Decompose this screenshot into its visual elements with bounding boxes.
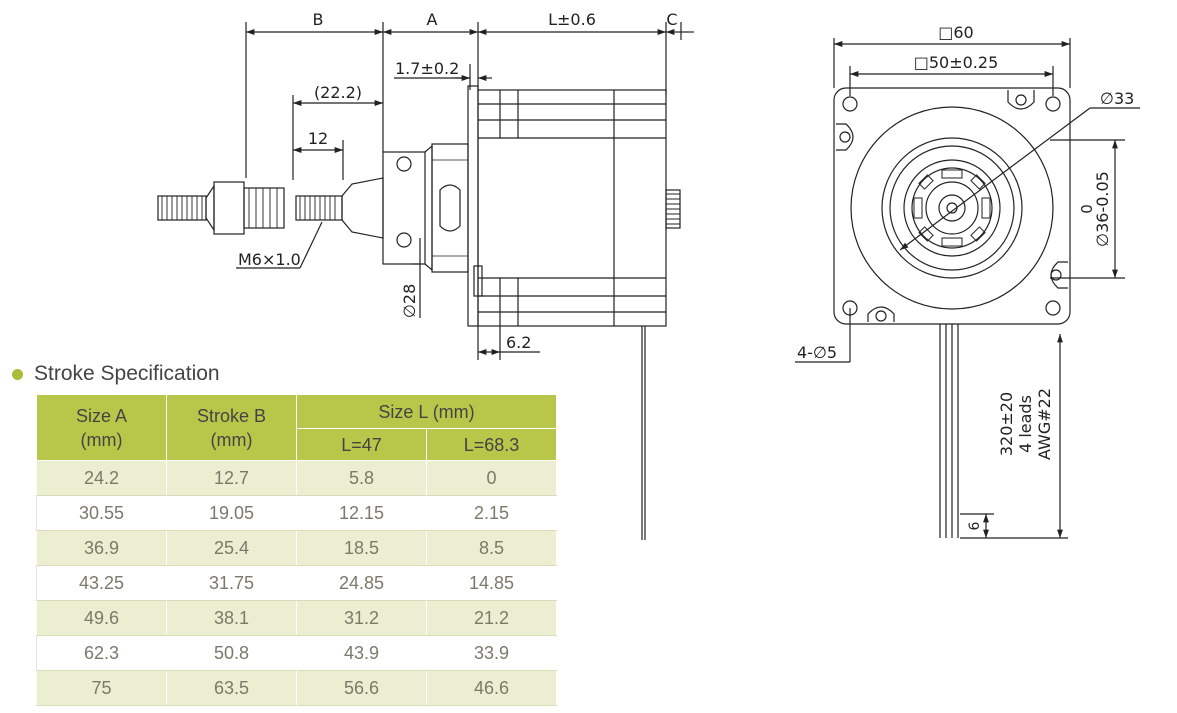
dim-12-label: 12	[308, 129, 328, 148]
dim-62-label: 6.2	[506, 333, 531, 352]
thread-label: M6×1.0	[238, 250, 301, 269]
table-cell: 30.55	[36, 495, 167, 531]
table-cell: 31.75	[166, 565, 297, 601]
table-cell: 24.85	[296, 565, 427, 601]
dim-22-label: (22.2)	[314, 83, 362, 102]
stroke-spec-heading: Stroke Specification	[12, 361, 220, 387]
table-cell: 0	[426, 460, 557, 496]
dia-28-label: ∅28	[400, 284, 419, 318]
dim-6-label: 6	[967, 521, 983, 530]
table-cell: 25.4	[166, 530, 297, 566]
header-stroke-b-unit: (mm)	[210, 429, 253, 450]
table-cell: 21.2	[426, 600, 557, 636]
table-cell: 5.8	[296, 460, 427, 496]
table-cell: 36.9	[36, 530, 167, 566]
stroke-spec-title: Stroke Specification	[34, 362, 220, 385]
table-cell: 56.6	[296, 670, 427, 706]
dia-36-label: ∅36-0.05	[1093, 171, 1112, 247]
header-stroke-b-text: Stroke B	[196, 405, 267, 426]
dim-c-label: C	[666, 10, 677, 29]
table-cell: 12.7	[166, 460, 297, 496]
dim-a-label: A	[427, 10, 438, 29]
table-cell: 12.15	[296, 495, 427, 531]
leads-count-label: 4 leads	[1016, 395, 1035, 453]
dia-36-tol-label: 0	[1078, 204, 1096, 214]
table-cell: 19.05	[166, 495, 297, 531]
table-cell: 14.85	[426, 565, 557, 601]
table-cell: 2.15	[426, 495, 557, 531]
bullet-icon	[12, 368, 23, 380]
table-cell: 62.3	[36, 635, 167, 671]
table-cell: 43.25	[36, 565, 167, 601]
table-cell: 75	[36, 670, 167, 706]
table-cell: 33.9	[426, 635, 557, 671]
table-cell: 18.5	[296, 530, 427, 566]
square-50-label: □50±0.25	[914, 53, 999, 72]
header-size-a-unit: (mm)	[80, 429, 123, 450]
leads-length-label: 320±20	[997, 392, 1016, 456]
leads-gauge-label: AWG#22	[1035, 388, 1054, 460]
header-stroke-b: Stroke B (mm)	[166, 394, 297, 461]
table-cell: 24.2	[36, 460, 167, 496]
header-size-a: Size A (mm)	[36, 394, 167, 461]
table-cell: 49.6	[36, 600, 167, 636]
header-l47: L=47	[296, 428, 427, 461]
dim-flange-label: 1.7±0.2	[395, 59, 459, 78]
table-cell: 43.9	[296, 635, 427, 671]
table-cell: 63.5	[166, 670, 297, 706]
header-size-l: Size L (mm)	[296, 394, 557, 429]
dia-33-label: ∅33	[1100, 89, 1134, 108]
table-cell: 8.5	[426, 530, 557, 566]
front-view	[795, 38, 1140, 539]
square-60-label: □60	[938, 23, 973, 42]
table-cell: 46.6	[426, 670, 557, 706]
holes-label: 4-∅5	[797, 343, 837, 362]
header-size-a-text: Size A	[75, 405, 128, 426]
table-cell: 31.2	[296, 600, 427, 636]
header-l683: L=68.3	[426, 428, 557, 461]
side-view	[157, 22, 694, 540]
table-cell: 38.1	[166, 600, 297, 636]
stroke-spec-table: Size A (mm) Stroke B (mm) Size L (mm) L=…	[36, 394, 557, 706]
dim-b-label: B	[313, 10, 324, 29]
table-cell: 50.8	[166, 635, 297, 671]
dim-l-label: L±0.6	[548, 10, 596, 29]
